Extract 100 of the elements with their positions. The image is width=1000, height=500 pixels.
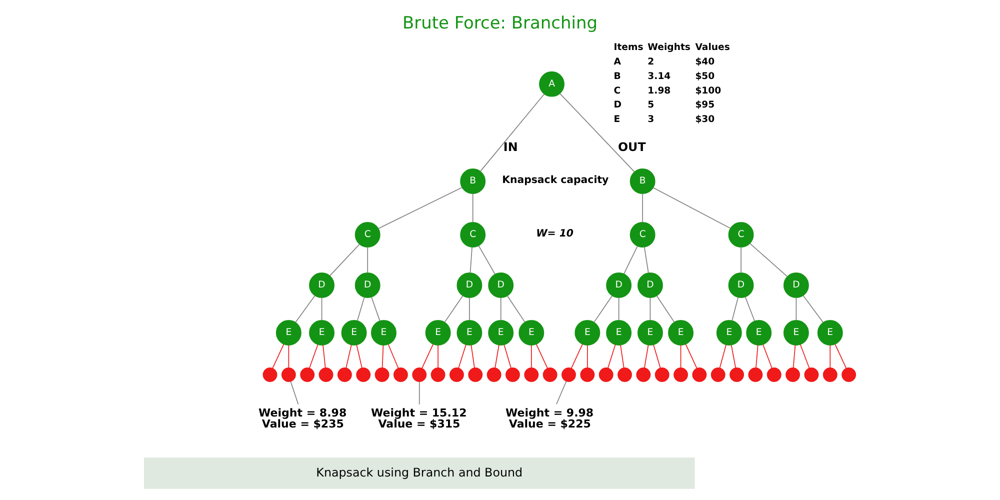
- connector: [732, 296, 739, 322]
- node-circle: [822, 368, 838, 382]
- connector: [594, 295, 613, 323]
- node-circle: E: [716, 320, 742, 346]
- node-circle: [337, 368, 352, 382]
- label: Weights: [648, 42, 690, 53]
- connector: [422, 344, 434, 369]
- connector: [506, 295, 526, 323]
- connector: [504, 344, 512, 368]
- node-circle: [430, 368, 446, 382]
- connector: [644, 246, 649, 274]
- connector: [321, 297, 322, 321]
- node-circle: D: [638, 272, 663, 298]
- connector: [329, 244, 360, 276]
- node-circle: [654, 368, 670, 382]
- connector: [356, 296, 365, 321]
- connector: [382, 344, 384, 368]
- connector: [834, 344, 847, 369]
- connector: [480, 94, 545, 172]
- node-circle: [300, 368, 315, 382]
- node-circle: [786, 368, 800, 382]
- node-circle: [356, 368, 371, 382]
- edge-label: OUT: [618, 140, 646, 154]
- label: 3.14: [648, 70, 671, 82]
- connector: [478, 245, 496, 275]
- connector: [308, 344, 318, 369]
- label: E: [614, 114, 620, 126]
- connector: [653, 344, 661, 368]
- node-circle: [318, 368, 334, 382]
- connector: [500, 297, 502, 321]
- label: $95: [695, 100, 715, 111]
- node-circle: A: [539, 71, 564, 97]
- node-circle: C: [728, 222, 754, 248]
- node-circle: [710, 368, 726, 382]
- label: D: [614, 100, 622, 111]
- connector: [536, 344, 548, 369]
- node-circle: E: [371, 320, 396, 346]
- node-circle: C: [460, 222, 486, 248]
- node-circle: [412, 368, 427, 382]
- node-circle: [506, 368, 520, 382]
- node-circle: E: [309, 320, 334, 346]
- label: $100: [695, 85, 722, 96]
- node-circle: [748, 368, 763, 382]
- connector: [556, 380, 567, 405]
- node-circle: [692, 368, 707, 382]
- node-circle: [468, 368, 483, 382]
- connector: [356, 344, 362, 368]
- label: $40: [695, 56, 715, 68]
- node-circle: [804, 368, 819, 382]
- connector: [346, 344, 352, 368]
- connector: [388, 344, 399, 369]
- connector: [378, 187, 462, 229]
- connector: [469, 297, 470, 321]
- label: B: [614, 70, 621, 82]
- connector: [744, 296, 756, 322]
- connector: [762, 344, 772, 369]
- label: Items: [614, 42, 644, 53]
- node-text: Weight = 9.98 Value = $225: [506, 406, 594, 431]
- node-circle: [524, 368, 539, 382]
- node-circle: B: [460, 168, 486, 194]
- node-circle: D: [783, 272, 809, 298]
- node-circle: [674, 368, 688, 382]
- connector: [470, 246, 472, 274]
- connector: [290, 381, 299, 405]
- node-circle: [281, 368, 296, 382]
- connector: [719, 344, 726, 368]
- node-circle: [394, 368, 408, 382]
- node-circle: E: [668, 320, 694, 346]
- connector: [656, 295, 675, 323]
- node-circle: D: [456, 272, 482, 298]
- connector: [624, 246, 638, 274]
- connector: [371, 296, 380, 322]
- node-circle: [262, 368, 278, 382]
- node-circle: E: [341, 320, 367, 346]
- connector: [756, 344, 758, 368]
- connector: [652, 187, 731, 229]
- connector: [322, 344, 326, 368]
- node-circle: D: [728, 272, 754, 298]
- connector: [472, 193, 474, 223]
- node-circle: [842, 368, 856, 382]
- node-circle: D: [309, 272, 334, 298]
- connector: [295, 295, 316, 323]
- connector: [800, 344, 810, 369]
- connector: [620, 344, 624, 368]
- connector: [418, 381, 420, 405]
- connector: [802, 295, 824, 323]
- caption: Knapsack using Branch and Bound: [316, 465, 523, 480]
- connector: [559, 92, 635, 172]
- connector: [740, 246, 742, 274]
- node-circle: [636, 368, 651, 382]
- connector: [444, 295, 464, 323]
- node-circle: [450, 368, 464, 382]
- node-circle: E: [488, 320, 514, 346]
- node-circle: [598, 368, 614, 382]
- label: Knapsack capacity: [502, 175, 609, 186]
- connector: [530, 344, 532, 368]
- node-circle: [618, 368, 632, 382]
- node-text: Weight = 8.98 Value = $235: [258, 406, 347, 431]
- node-circle: E: [606, 320, 632, 346]
- node-circle: E: [638, 320, 663, 346]
